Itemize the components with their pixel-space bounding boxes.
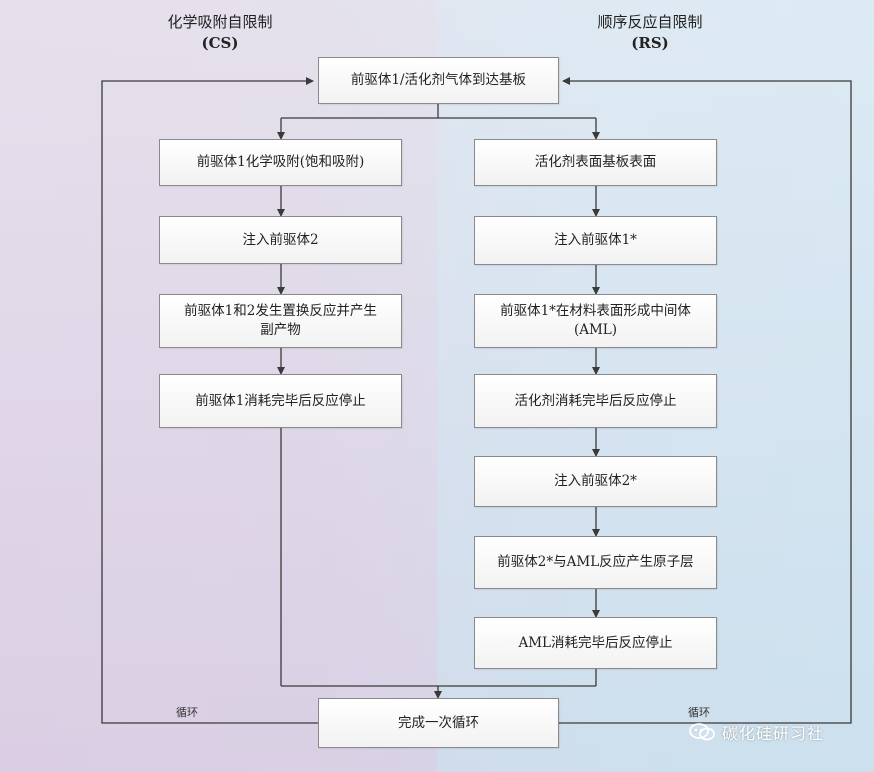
- right-step-4: 活化剂消耗完毕后反应停止: [474, 374, 717, 428]
- left-step-2: 注入前驱体2: [159, 216, 402, 264]
- left-step-1: 前驱体1化学吸附(饱和吸附): [159, 139, 402, 186]
- right-loop-line: [559, 77, 852, 724]
- left-loop-line: [101, 77, 318, 724]
- bottom-box-label: 完成一次循环: [398, 714, 479, 731]
- left-step-3-label: 前驱体1和2发生置换反应并产生副产物: [184, 303, 377, 338]
- right-step-7: AML消耗完毕后反应停止: [474, 617, 717, 669]
- right-step-4-label: 活化剂消耗完毕后反应停止: [514, 392, 677, 409]
- bottom-box: 完成一次循环: [318, 698, 559, 748]
- left-step-4: 前驱体1消耗完毕后反应停止: [159, 374, 402, 428]
- right-step-7-label: AML消耗完毕后反应停止: [518, 634, 673, 651]
- top-box: 前驱体1/活化剂气体到达基板: [318, 57, 559, 104]
- right-header-abbr: (RS): [631, 34, 669, 52]
- left-header-abbr: (CS): [201, 34, 239, 52]
- right-step-5-label: 注入前驱体2*: [554, 473, 637, 489]
- right-step-6-label: 前驱体2*与AML反应产生原子层: [497, 554, 694, 570]
- left-header-title: 化学吸附自限制: [167, 13, 273, 31]
- right-step-5: 注入前驱体2*: [474, 456, 717, 507]
- right-step-2: 注入前驱体1*: [474, 216, 717, 265]
- watermark: 碳化硅研习社: [688, 720, 824, 744]
- right-step-6: 前驱体2*与AML反应产生原子层: [474, 536, 717, 589]
- left-step-3: 前驱体1和2发生置换反应并产生副产物: [159, 294, 402, 348]
- wechat-icon: [689, 723, 715, 741]
- top-box-label: 前驱体1/活化剂气体到达基板: [350, 72, 527, 88]
- right-step-3: 前驱体1*在材料表面形成中间体(AML): [474, 294, 717, 348]
- right-step-3-label: 前驱体1*在材料表面形成中间体(AML): [500, 303, 691, 338]
- right-step-1-label: 活化剂表面基板表面: [534, 154, 657, 170]
- loop-label-right: 循环: [688, 706, 710, 719]
- left-header: 化学吸附自限制 (CS): [140, 12, 300, 54]
- right-step-1: 活化剂表面基板表面: [474, 139, 717, 186]
- right-step-2-label: 注入前驱体1*: [554, 232, 637, 248]
- left-step-2-label: 注入前驱体2: [242, 231, 319, 248]
- watermark-text: 碳化硅研习社: [722, 724, 825, 743]
- left-step-4-label: 前驱体1消耗完毕后反应停止: [195, 392, 366, 409]
- right-header-title: 顺序反应自限制: [597, 13, 703, 31]
- left-step-1-label: 前驱体1化学吸附(饱和吸附): [196, 154, 365, 170]
- right-header: 顺序反应自限制 (RS): [570, 12, 730, 54]
- loop-label-left: 循环: [176, 706, 198, 719]
